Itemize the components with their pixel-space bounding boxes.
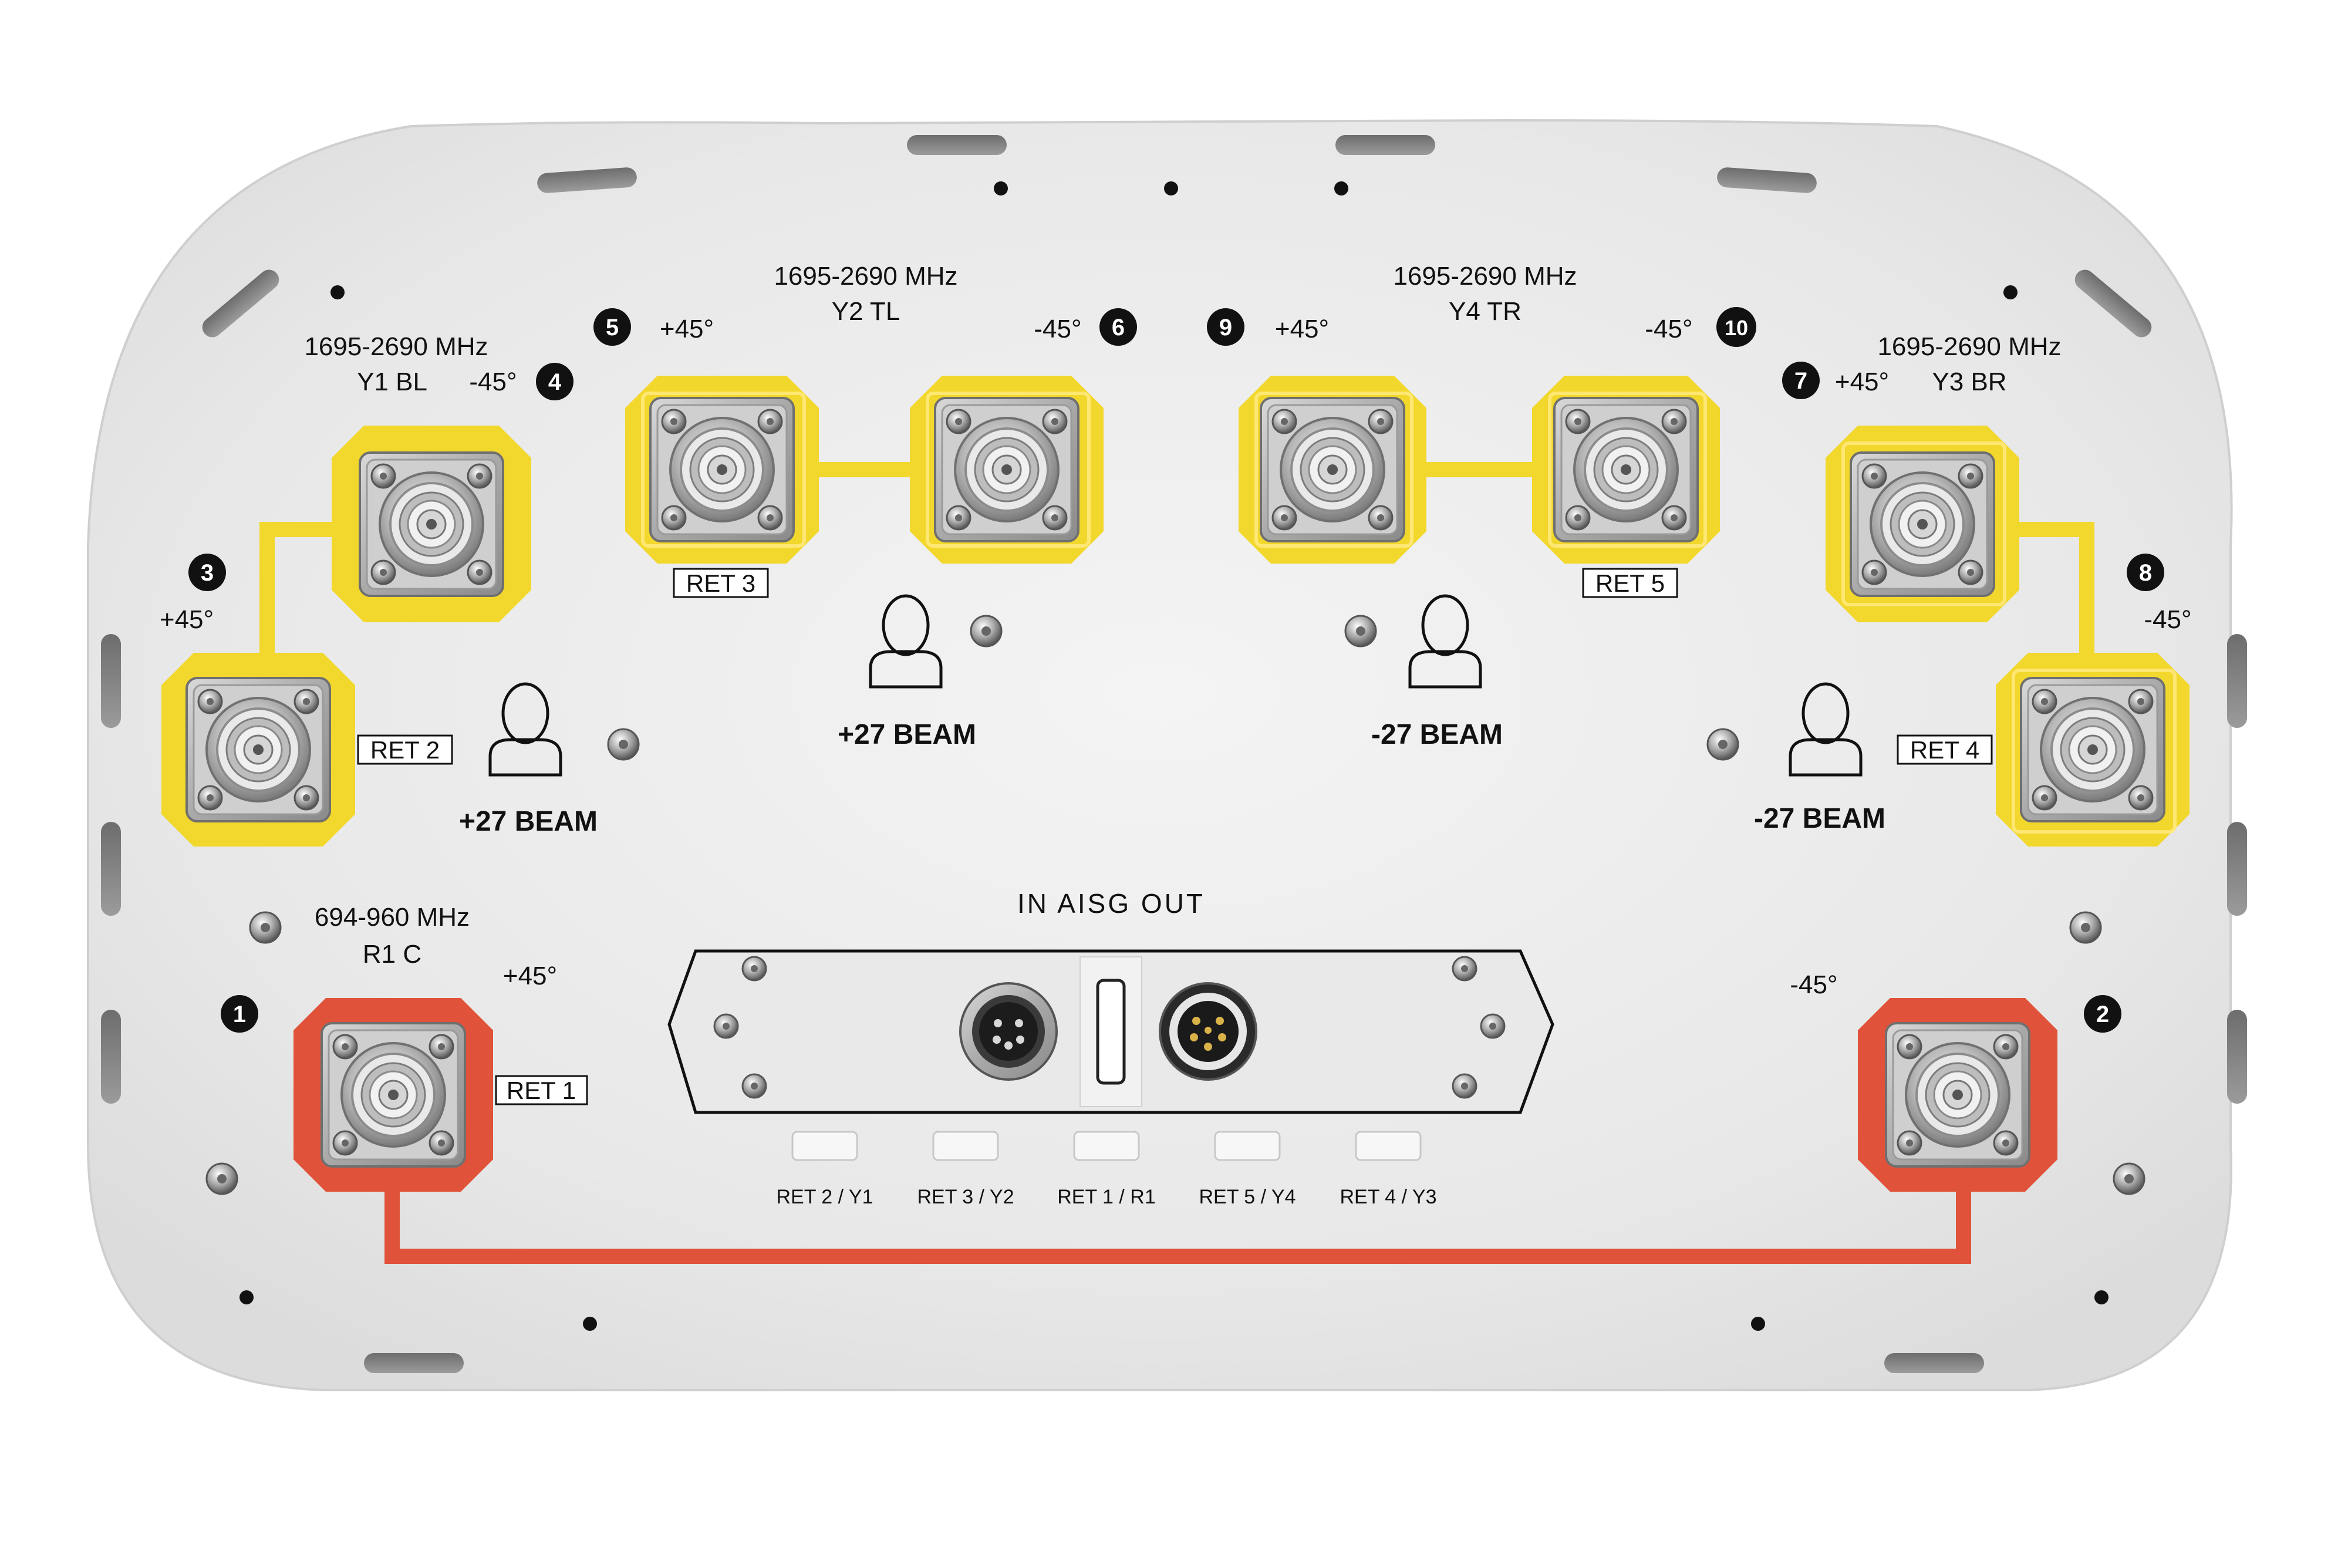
port-badge-5-num: 5 — [606, 315, 619, 340]
port-badge-8-num: 8 — [2139, 560, 2152, 586]
port-badge-7 — [1782, 362, 1820, 399]
ret-label-boxes — [357, 568, 1993, 1105]
port-badge-8 — [2127, 554, 2164, 591]
port-badges: 1 2 3 4 5 6 7 8 9 10 — [188, 307, 2164, 1033]
band-r1-name: R1 C — [363, 940, 421, 969]
rf-connector-6 — [1553, 397, 1699, 542]
rf-connector-10 — [1885, 1022, 2030, 1168]
port-badge-6 — [1099, 308, 1137, 346]
panel-screws — [205, 615, 2145, 1195]
port-1-polarization: +45° — [503, 962, 557, 990]
beam-person-icons — [488, 594, 1863, 777]
ret-port-label-5: RET 4 / Y3 — [1340, 1186, 1436, 1208]
ret-port-label-1: RET 2 / Y1 — [776, 1186, 873, 1208]
ret-port-label-3: RET 1 / R1 — [1057, 1186, 1156, 1208]
band-y3-name: Y3 BR — [1932, 367, 2006, 396]
port-5-polarization: +45° — [660, 315, 714, 343]
port-8-polarization: -45° — [2144, 605, 2191, 634]
connectors — [185, 397, 2165, 1168]
port-badge-10-num: 10 — [1725, 316, 1748, 340]
beam-label-y1: +27 BEAM — [459, 806, 598, 837]
port-badge-1 — [221, 995, 258, 1033]
band-y3-freq: 1695-2690 MHz — [1877, 332, 2061, 361]
ret-label-3: RET 3 — [686, 569, 755, 597]
port-badge-7-num: 7 — [1794, 368, 1807, 394]
pad-outlines — [641, 392, 2177, 834]
port-badge-10 — [1716, 307, 1756, 347]
beam-label-y3: -27 BEAM — [1754, 803, 1885, 834]
rf-connector-3 — [649, 397, 795, 542]
port-4-polarization: -45° — [469, 367, 517, 396]
rf-connector-8 — [2020, 677, 2165, 822]
ret-label-4: RET 4 — [1910, 736, 1979, 764]
ret-label-1: RET 1 — [507, 1077, 576, 1104]
ret-label-2: RET 2 — [370, 736, 440, 764]
port-10-polarization: -45° — [1645, 315, 1692, 343]
port-badge-1-num: 1 — [233, 1002, 246, 1027]
band-y2-freq: 1695-2690 MHz — [774, 262, 957, 291]
port-badge-9-num: 9 — [1219, 315, 1232, 340]
port-badge-2 — [2084, 995, 2121, 1033]
port-2-polarization: -45° — [1790, 970, 1837, 999]
port-7-polarization: +45° — [1835, 367, 1889, 396]
ret-port-label-4: RET 5 / Y4 — [1199, 1186, 1296, 1208]
aisg-plate-screws — [713, 956, 1506, 1099]
rf-connector-2 — [185, 677, 331, 822]
beam-label-y4: -27 BEAM — [1371, 719, 1503, 750]
port-badge-3-num: 3 — [201, 560, 214, 586]
aisg-out-connector — [1159, 982, 1257, 1081]
rf-connector-9 — [321, 1022, 466, 1168]
aisg-title: IN AISG OUT — [1017, 888, 1205, 919]
band-y4-freq: 1695-2690 MHz — [1393, 262, 1577, 291]
rf-connector-5 — [1260, 397, 1405, 542]
port-badge-6-num: 6 — [1112, 315, 1125, 340]
rf-connector-7 — [1850, 451, 1995, 597]
rf-connector-1 — [359, 451, 504, 597]
ret-port-label-2: RET 3 / Y2 — [917, 1186, 1014, 1208]
port-badge-9 — [1207, 308, 1244, 346]
port-badge-5 — [593, 308, 631, 346]
aisg-in-connector — [959, 982, 1058, 1081]
mount-holes — [239, 181, 2109, 1331]
person-icon — [488, 682, 562, 777]
person-icon — [1789, 682, 1863, 777]
band-y1-freq: 1695-2690 MHz — [304, 332, 488, 361]
port-badge-3 — [188, 554, 226, 591]
port-badge-4-num: 4 — [548, 369, 562, 395]
band-y2-name: Y2 TL — [832, 297, 900, 326]
ret-port-indicators — [791, 1131, 1422, 1161]
aisg-center-slot — [1096, 979, 1126, 1085]
band-y1-name: Y1 BL — [357, 367, 427, 396]
beam-label-y2: +27 BEAM — [838, 719, 976, 750]
band-y4-name: Y4 TR — [1449, 297, 1522, 326]
port-badge-4 — [536, 363, 573, 400]
port-9-polarization: +45° — [1275, 315, 1329, 343]
person-icon — [1408, 594, 1482, 689]
person-icon — [869, 594, 943, 689]
band-r1-freq: 694-960 MHz — [315, 903, 470, 932]
port-3-polarization: +45° — [160, 605, 214, 634]
rf-connector-4 — [934, 397, 1079, 542]
port-6-polarization: -45° — [1034, 315, 1081, 343]
ret-label-5: RET 5 — [1595, 569, 1665, 597]
panel-slots — [101, 135, 2247, 1373]
port-badge-2-num: 2 — [2096, 1002, 2109, 1027]
